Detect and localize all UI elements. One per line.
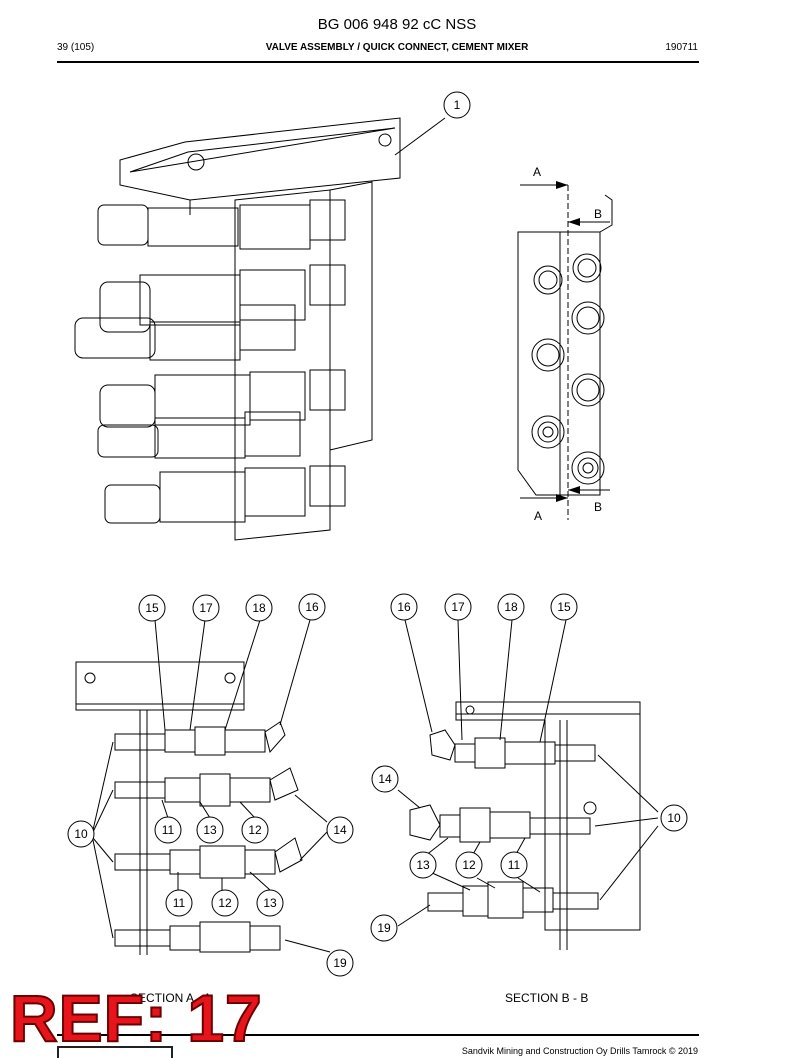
- callout-balloon: 18: [245, 594, 273, 622]
- svg-text:19: 19: [333, 956, 347, 970]
- callout-balloon: 16: [298, 593, 326, 621]
- callout-balloon: 11: [500, 851, 528, 879]
- svg-text:18: 18: [252, 601, 266, 615]
- copyright-text: Sandvik Mining and Construction Oy Drill…: [461, 1046, 698, 1056]
- callout-balloon: 18: [497, 593, 525, 621]
- callout-balloon: 10: [67, 820, 95, 848]
- footer-rule: [57, 1034, 699, 1036]
- callout-balloon: 12: [211, 889, 239, 917]
- header-rule: [57, 61, 699, 63]
- svg-text:10: 10: [74, 827, 88, 841]
- svg-text:12: 12: [462, 858, 476, 872]
- svg-text:11: 11: [173, 896, 186, 910]
- section-b-drawing: [397, 619, 659, 950]
- page-number: 39 (105): [57, 42, 95, 53]
- callout-balloon: 17: [444, 593, 472, 621]
- callout-balloon: 13: [256, 889, 284, 917]
- svg-text:12: 12: [218, 896, 232, 910]
- callout-balloon: 11: [154, 816, 182, 844]
- page-heading: VALVE ASSEMBLY / QUICK CONNECT, CEMENT M…: [265, 42, 529, 53]
- section-marker-b-top: B: [594, 207, 602, 221]
- callout-balloon: 14: [326, 816, 354, 844]
- callout-balloon: 16: [390, 593, 418, 621]
- svg-text:18: 18: [504, 600, 518, 614]
- callout-balloon: 13: [196, 816, 224, 844]
- section-a-drawing: [75, 619, 331, 955]
- svg-text:15: 15: [557, 600, 571, 614]
- svg-text:13: 13: [203, 823, 217, 837]
- svg-text:12: 12: [248, 823, 262, 837]
- svg-text:1: 1: [454, 98, 461, 112]
- callout-balloon: 15: [550, 593, 578, 621]
- svg-text:11: 11: [162, 823, 175, 837]
- callout-balloon: 1: [443, 91, 471, 119]
- isometric-assembly: [74, 117, 446, 541]
- callout-balloon: 14: [371, 765, 399, 793]
- section-marker-b-bottom: B: [594, 500, 602, 514]
- callout-balloon: 19: [326, 949, 354, 977]
- svg-text:11: 11: [508, 858, 521, 872]
- ref-stamp: REF: 17: [9, 981, 263, 1055]
- svg-text:15: 15: [145, 601, 159, 615]
- callout-balloon: 12: [241, 816, 269, 844]
- svg-text:13: 13: [263, 896, 277, 910]
- document-date: 190711: [665, 42, 698, 53]
- section-marker-a-bottom: A: [534, 509, 542, 523]
- callout-balloon: 19: [370, 914, 398, 942]
- svg-text:10: 10: [667, 811, 681, 825]
- logo-box: [57, 1046, 173, 1058]
- callout-balloon: 10: [660, 804, 688, 832]
- svg-text:14: 14: [333, 823, 347, 837]
- svg-text:17: 17: [451, 600, 465, 614]
- svg-text:16: 16: [305, 600, 319, 614]
- callout-balloon: 17: [192, 594, 220, 622]
- callout-balloon: 13: [409, 851, 437, 879]
- callout-balloon: 12: [455, 851, 483, 879]
- svg-text:13: 13: [416, 858, 430, 872]
- svg-text:16: 16: [397, 600, 411, 614]
- section-a-label: SECTION A - A: [130, 991, 212, 1005]
- section-marker-a-top: A: [533, 165, 541, 179]
- side-view: [517, 184, 613, 520]
- document-title: BG 006 948 92 cC NSS: [317, 16, 477, 33]
- callout-balloon: 15: [138, 594, 166, 622]
- section-b-label: SECTION B - B: [505, 991, 589, 1005]
- svg-text:19: 19: [377, 921, 391, 935]
- svg-text:17: 17: [199, 601, 213, 615]
- callout-balloon: 11: [165, 889, 193, 917]
- svg-text:14: 14: [378, 772, 392, 786]
